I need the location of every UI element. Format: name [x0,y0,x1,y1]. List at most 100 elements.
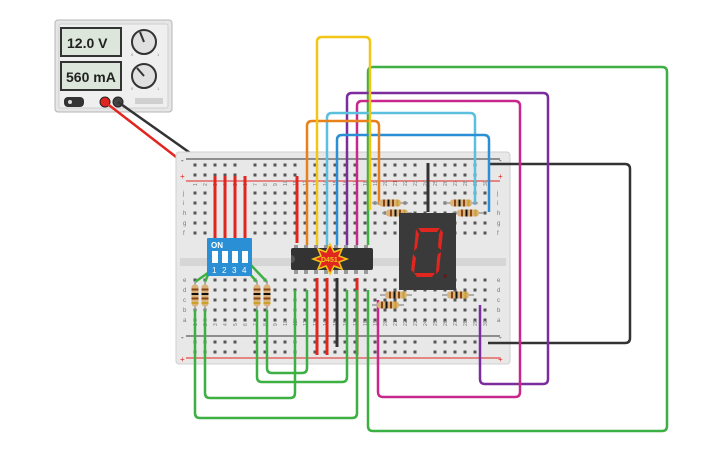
breadboard-hole[interactable] [213,350,217,354]
breadboard-hole[interactable] [303,191,307,195]
breadboard-hole[interactable] [473,221,477,225]
breadboard-hole[interactable] [363,211,367,215]
breadboard-hole[interactable] [413,308,417,312]
breadboard-hole[interactable] [193,173,197,177]
breadboard-hole[interactable] [193,221,197,225]
breadboard-hole[interactable] [403,350,407,354]
breadboard-hole[interactable] [263,318,267,322]
breadboard-hole[interactable] [293,221,297,225]
breadboard-hole[interactable] [393,340,397,344]
breadboard-hole[interactable] [363,221,367,225]
breadboard-hole[interactable] [263,308,267,312]
breadboard-hole[interactable] [313,288,317,292]
breadboard-hole[interactable] [443,340,447,344]
breadboard-hole[interactable] [273,298,277,302]
breadboard-hole[interactable] [473,308,477,312]
breadboard-hole[interactable] [323,173,327,177]
breadboard-hole[interactable] [443,298,447,302]
breadboard-hole[interactable] [403,308,407,312]
breadboard-hole[interactable] [373,298,377,302]
breadboard-hole[interactable] [443,173,447,177]
breadboard-hole[interactable] [463,231,467,235]
breadboard-hole[interactable] [223,163,227,167]
breadboard-hole[interactable] [373,340,377,344]
breadboard-hole[interactable] [283,191,287,195]
breadboard-hole[interactable] [433,191,437,195]
breadboard-hole[interactable] [393,308,397,312]
breadboard-hole[interactable] [323,298,327,302]
breadboard-hole[interactable] [333,318,337,322]
breadboard-hole[interactable] [293,173,297,177]
breadboard-hole[interactable] [433,201,437,205]
breadboard-hole[interactable] [373,318,377,322]
breadboard-hole[interactable] [423,201,427,205]
breadboard-hole[interactable] [393,288,397,292]
breadboard-hole[interactable] [343,350,347,354]
breadboard-hole[interactable] [313,318,317,322]
breadboard-hole[interactable] [373,163,377,167]
wire-black-loop[interactable] [488,162,632,345]
breadboard-hole[interactable] [303,298,307,302]
breadboard-hole[interactable] [333,288,337,292]
breadboard-hole[interactable] [353,318,357,322]
breadboard-hole[interactable] [323,350,327,354]
breadboard-hole[interactable] [213,318,217,322]
breadboard-hole[interactable] [393,318,397,322]
breadboard-hole[interactable] [203,163,207,167]
breadboard-hole[interactable] [383,340,387,344]
breadboard-hole[interactable] [303,211,307,215]
breadboard-hole[interactable] [363,288,367,292]
breadboard-hole[interactable] [313,231,317,235]
breadboard-hole[interactable] [373,350,377,354]
breadboard-hole[interactable] [353,340,357,344]
breadboard-hole[interactable] [483,211,487,215]
resistor[interactable] [263,281,271,310]
breadboard-hole[interactable] [273,288,277,292]
breadboard-hole[interactable] [393,191,397,195]
breadboard-hole[interactable] [253,350,257,354]
breadboard-hole[interactable] [313,298,317,302]
breadboard-hole[interactable] [313,163,317,167]
breadboard-hole[interactable] [383,288,387,292]
breadboard-hole[interactable] [453,350,457,354]
breadboard-hole[interactable] [483,298,487,302]
breadboard-hole[interactable] [403,318,407,322]
breadboard-hole[interactable] [343,221,347,225]
breadboard-hole[interactable] [393,231,397,235]
breadboard-hole[interactable] [413,318,417,322]
resistor[interactable] [452,209,484,217]
breadboard-hole[interactable] [453,340,457,344]
breadboard-hole[interactable] [213,288,217,292]
breadboard-hole[interactable] [423,308,427,312]
breadboard-hole[interactable] [463,278,467,282]
breadboard-hole[interactable] [213,308,217,312]
breadboard-hole[interactable] [343,278,347,282]
breadboard-hole[interactable] [343,163,347,167]
breadboard-hole[interactable] [313,201,317,205]
breadboard-hole[interactable] [333,278,337,282]
breadboard-hole[interactable] [333,211,337,215]
breadboard-hole[interactable] [343,231,347,235]
breadboard-hole[interactable] [283,211,287,215]
breadboard-hole[interactable] [323,288,327,292]
breadboard-hole[interactable] [193,191,197,195]
dip-toggle-4[interactable] [242,251,248,263]
wire-purple-loop[interactable] [345,91,550,386]
breadboard-hole[interactable] [323,221,327,225]
breadboard-hole[interactable] [223,288,227,292]
breadboard-hole[interactable] [303,201,307,205]
breadboard-hole[interactable] [233,340,237,344]
breadboard-hole[interactable] [443,350,447,354]
breadboard-hole[interactable] [463,340,467,344]
resistor[interactable] [201,281,209,310]
breadboard-hole[interactable] [353,201,357,205]
breadboard-hole[interactable] [263,350,267,354]
breadboard-hole[interactable] [433,163,437,167]
breadboard-hole[interactable] [483,288,487,292]
breadboard-hole[interactable] [213,173,217,177]
breadboard-hole[interactable] [263,201,267,205]
breadboard-hole[interactable] [303,278,307,282]
breadboard-hole[interactable] [283,308,287,312]
breadboard-hole[interactable] [453,318,457,322]
